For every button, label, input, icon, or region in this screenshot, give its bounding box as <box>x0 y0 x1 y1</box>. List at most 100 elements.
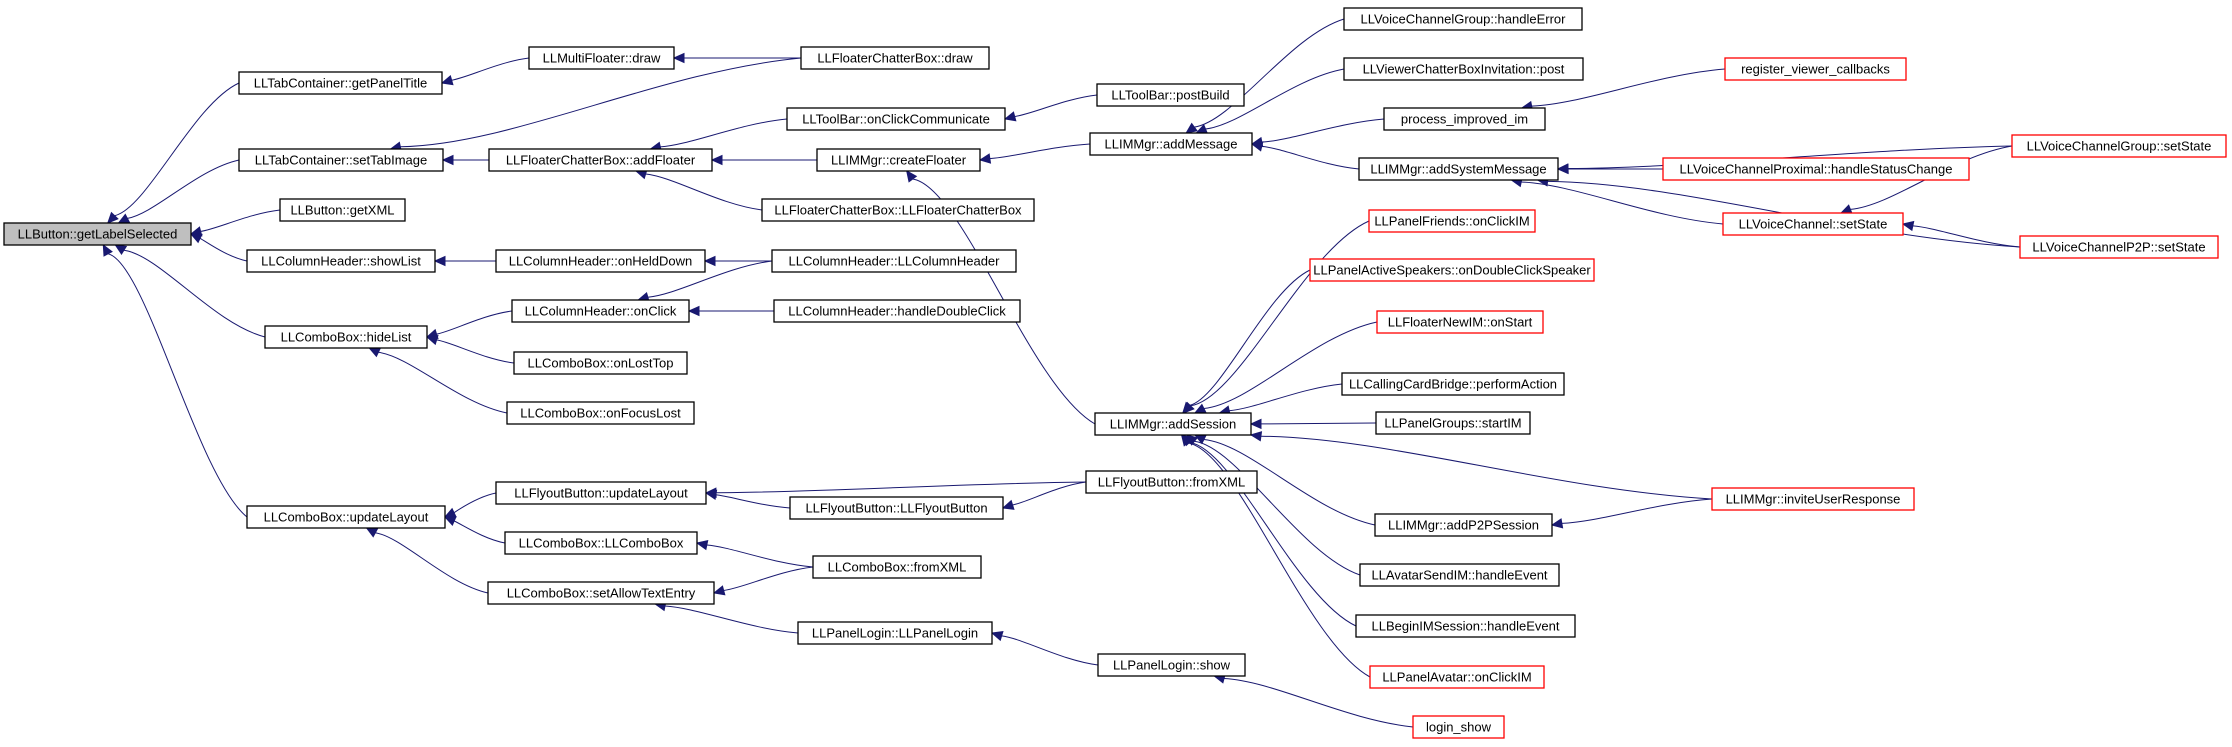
node-im_cf[interactable]: LLIMMgr::createFloater <box>816 148 981 172</box>
edge-line <box>107 253 248 518</box>
call-edge-fb_ctor-to-fb_ul <box>704 489 791 509</box>
call-edge-fb_ul-to-cb_ul <box>443 492 497 518</box>
node-ch_ohd[interactable]: LLColumnHeader::onHeldDown <box>495 249 706 273</box>
node-cb_ctor[interactable]: LLComboBox::LLComboBox <box>504 531 698 555</box>
node-cb_ul[interactable]: LLComboBox::updateLayout <box>246 505 446 529</box>
node-label: LLPanelLogin::show <box>1113 658 1231 673</box>
node-btn_gx[interactable]: LLButton::getXML <box>279 198 406 222</box>
node-fcb_draw[interactable]: LLFloaterChatterBox::draw <box>800 46 990 70</box>
node-vcg_he[interactable]: LLVoiceChannelGroup::handleError <box>1343 7 1583 31</box>
node-label: LLComboBox::onLostTop <box>528 356 674 371</box>
call-edge-vcp2p_ss-to-im_asm <box>1536 176 2021 248</box>
call-edge-pa_oci-to-im_as <box>1180 434 1371 678</box>
edge-line <box>1187 442 1371 678</box>
edge-line <box>1547 180 2021 248</box>
node-vc_ss[interactable]: LLVoiceChannel::setState <box>1722 212 1904 236</box>
node-im_as[interactable]: LLIMMgr::addSession <box>1094 412 1252 436</box>
node-tc_gpt[interactable]: LLTabContainer::getPanelTitle <box>238 71 443 95</box>
node-pl_ctor[interactable]: LLPanelLogin::LLPanelLogin <box>797 621 993 645</box>
call-edge-cb_fx-to-cb_ctor <box>695 539 814 568</box>
edge-arrowhead <box>1193 403 1207 414</box>
node-asim_he[interactable]: LLAvatarSendIM::handleEvent <box>1359 563 1560 587</box>
node-tb_pb[interactable]: LLToolBar::postBuild <box>1096 83 1245 107</box>
node-label: LLToolBar::postBuild <box>1111 88 1229 103</box>
node-box <box>264 325 428 349</box>
call-edge-fcb_ctor-to-fcb_af <box>634 169 763 211</box>
node-fni_os[interactable]: LLFloaterNewIM::onStart <box>1376 310 1544 334</box>
node-label: LLPanelAvatar::onClickIM <box>1382 670 1531 685</box>
node-cb_ofl[interactable]: LLComboBox::onFocusLost <box>506 401 695 425</box>
edge-line <box>127 159 240 219</box>
node-vcp_hsc[interactable]: LLVoiceChannelProximal::handleStatusChan… <box>1662 157 1970 181</box>
node-im_asm[interactable]: LLIMMgr::addSystemMessage <box>1358 157 1559 181</box>
node-label: LLAvatarSendIM::handleEvent <box>1371 568 1547 583</box>
node-vcg_ss[interactable]: LLVoiceChannelGroup::setState <box>2011 134 2227 158</box>
node-box <box>528 46 675 70</box>
node-box <box>1358 157 1559 181</box>
node-fb_ctor[interactable]: LLFlyoutButton::LLFlyoutButton <box>789 496 1004 520</box>
node-label: LLColumnHeader::showList <box>261 254 421 269</box>
call-edge-tc_sti-to-root <box>117 159 240 224</box>
edge-line <box>400 57 802 148</box>
node-box <box>487 581 715 605</box>
edge-line <box>912 178 1096 425</box>
edge-arrowhead <box>443 507 457 518</box>
node-ch_hdc[interactable]: LLColumnHeader::handleDoubleClick <box>773 299 1021 323</box>
node-tb_occ[interactable]: LLToolBar::onClickCommunicate <box>786 107 1006 131</box>
node-box <box>812 555 982 579</box>
node-tc_sti[interactable]: LLTabContainer::setTabImage <box>238 148 444 172</box>
edge-arrowhead <box>1556 163 1569 175</box>
node-cb_hl[interactable]: LLComboBox::hideList <box>264 325 428 349</box>
node-box <box>2011 134 2227 158</box>
node-cb_sate[interactable]: LLComboBox::setAllowTextEntry <box>487 581 715 605</box>
node-im_iur[interactable]: LLIMMgr::inviteUserResponse <box>1711 487 1915 511</box>
node-fcb_af[interactable]: LLFloaterChatterBox::addFloater <box>488 148 713 172</box>
node-box <box>1711 487 1915 511</box>
node-fb_fx[interactable]: LLFlyoutButton::fromXML <box>1085 470 1258 494</box>
edge-line <box>453 492 497 514</box>
node-pa_oci[interactable]: LLPanelAvatar::onClickIM <box>1369 665 1545 689</box>
node-im_ap2p[interactable]: LLIMMgr::addP2PSession <box>1374 513 1553 537</box>
edge-arrowhead <box>365 527 379 538</box>
node-rvc[interactable]: register_viewer_callbacks <box>1724 57 1907 81</box>
node-box <box>816 148 981 172</box>
node-vcp2p_ss[interactable]: LLVoiceChannelP2P::setState <box>2019 235 2219 259</box>
node-label: LLFloaterChatterBox::LLFloaterChatterBox <box>774 203 1022 218</box>
edge-arrowhead <box>1550 518 1564 529</box>
call-edge-fcb_draw-to-mf_draw <box>672 52 801 64</box>
node-bims_he[interactable]: LLBeginIMSession::handleEvent <box>1355 614 1576 638</box>
node-pii[interactable]: process_improved_im <box>1383 107 1546 131</box>
edge-line <box>647 260 773 298</box>
node-label: LLBeginIMSession::handleEvent <box>1372 619 1560 634</box>
node-box <box>246 249 436 273</box>
node-cb_fx[interactable]: LLComboBox::fromXML <box>812 555 982 579</box>
node-fcb_ctor[interactable]: LLFloaterChatterBox::LLFloaterChatterBox <box>761 198 1035 222</box>
node-cb_olt[interactable]: LLComboBox::onLostTop <box>513 351 688 375</box>
node-box <box>1309 258 1595 282</box>
node-login_show[interactable]: login_show <box>1412 715 1505 739</box>
node-mf_draw[interactable]: LLMultiFloater::draw <box>528 46 675 70</box>
edge-arrowhead <box>425 335 439 346</box>
call-edge-tc_gpt-to-root <box>106 82 240 224</box>
node-box <box>1368 209 1536 233</box>
node-fb_ul[interactable]: LLFlyoutButton::updateLayout <box>495 481 707 505</box>
node-pl_show[interactable]: LLPanelLogin::show <box>1097 653 1246 677</box>
node-pf_oci[interactable]: LLPanelFriends::onClickIM <box>1368 209 1536 233</box>
edge-line <box>989 143 1091 160</box>
node-box <box>1374 513 1553 537</box>
node-label: LLCallingCardBridge::performAction <box>1349 377 1557 392</box>
node-pg_sim[interactable]: LLPanelGroups::startIM <box>1375 411 1531 435</box>
node-ch_oc[interactable]: LLColumnHeader::onClick <box>511 299 690 323</box>
call-edge-ch_ctor-to-ch_ohd <box>703 255 772 267</box>
edge-arrowhead <box>1003 111 1017 122</box>
edge-line <box>375 532 489 594</box>
node-pas_odcs[interactable]: LLPanelActiveSpeakers::onDoubleClickSpea… <box>1309 258 1595 282</box>
call-edge-cb_ofl-to-cb_hl <box>368 347 508 414</box>
node-root[interactable]: LLButton::getLabelSelected <box>3 222 192 246</box>
node-vcbi_post[interactable]: LLViewerChatterBoxInvitation::post <box>1343 57 1584 81</box>
node-ccb_pa[interactable]: LLCallingCardBridge::performAction <box>1341 372 1565 396</box>
node-label: LLPanelLogin::LLPanelLogin <box>812 626 978 641</box>
node-ch_sl[interactable]: LLColumnHeader::showList <box>246 249 436 273</box>
node-ch_ctor[interactable]: LLColumnHeader::LLColumnHeader <box>771 249 1017 273</box>
node-im_am[interactable]: LLIMMgr::addMessage <box>1089 132 1253 156</box>
